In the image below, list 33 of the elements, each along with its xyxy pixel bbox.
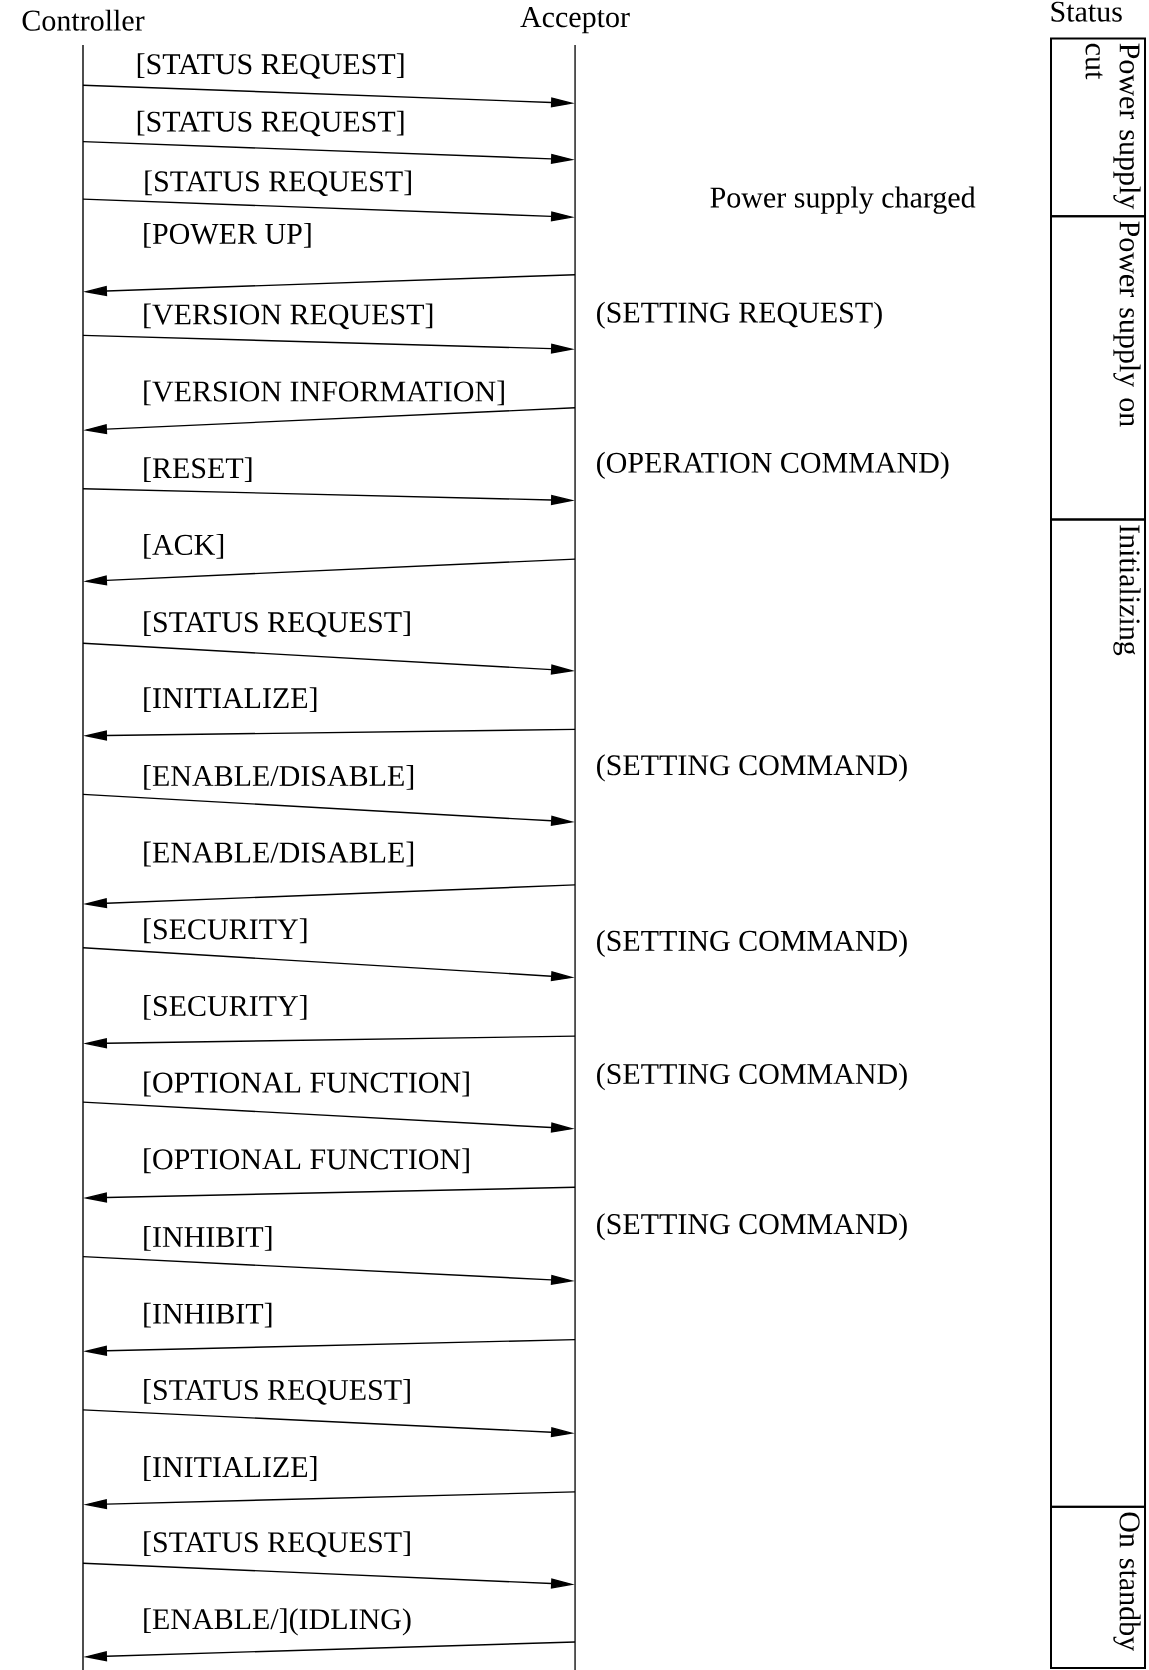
note: (SETTING COMMAND) (597, 1213, 907, 1241)
note: (SETTING COMMAND) (597, 929, 907, 958)
status-box: Initializing (1050, 518, 1146, 1508)
message-label: [POWER UP] (144, 222, 311, 248)
message-label: [SECURITY] (144, 918, 307, 944)
note: (SETTING COMMAND) (597, 754, 907, 782)
message-label: [OPTIONAL FUNCTION] (144, 1071, 469, 1097)
note: (OPERATION COMMAND) (597, 451, 949, 479)
message-label: [INHIBIT] (144, 1226, 272, 1251)
message-label: [SECURITY] (144, 995, 307, 1020)
message-label: [OPTIONAL FUNCTION] (144, 1148, 469, 1174)
status-box: On standby (1050, 1505, 1146, 1669)
message-label: [STATUS REQUEST] (137, 110, 404, 137)
note: (SETTING COMMAND) (597, 1063, 907, 1091)
message-label: [ENABLE/DISABLE] (144, 841, 414, 867)
status-box: Power supply on (1050, 215, 1146, 521)
status-box: Power supply cut (1050, 37, 1146, 218)
message-label: [STATUS REQUEST] (144, 1531, 410, 1557)
message-label: [STATUS REQUEST] (137, 53, 404, 79)
message-label: [VERSION INFORMATION] (144, 380, 504, 406)
message-label: [INHIBIT] (144, 1302, 272, 1328)
message-label: [ACK] (144, 533, 224, 559)
message-label: [STATUS REQUEST] (144, 611, 410, 637)
message-label: [INITIALIZE] (144, 1456, 317, 1481)
message-label: [VERSION REQUEST] (144, 303, 433, 330)
message-label: [STATUS REQUEST] (145, 170, 411, 197)
message-label: [ENABLE/DISABLE] (144, 765, 414, 790)
note: Power supply charged (710, 186, 976, 214)
message-label: [RESET] (144, 457, 252, 483)
message-label: [STATUS REQUEST] (144, 1379, 410, 1405)
message-label: [INITIALIZE] (144, 687, 317, 713)
note: (SETTING REQUEST) (597, 301, 882, 329)
message-label: [ENABLE/](IDLING) (144, 1608, 411, 1636)
